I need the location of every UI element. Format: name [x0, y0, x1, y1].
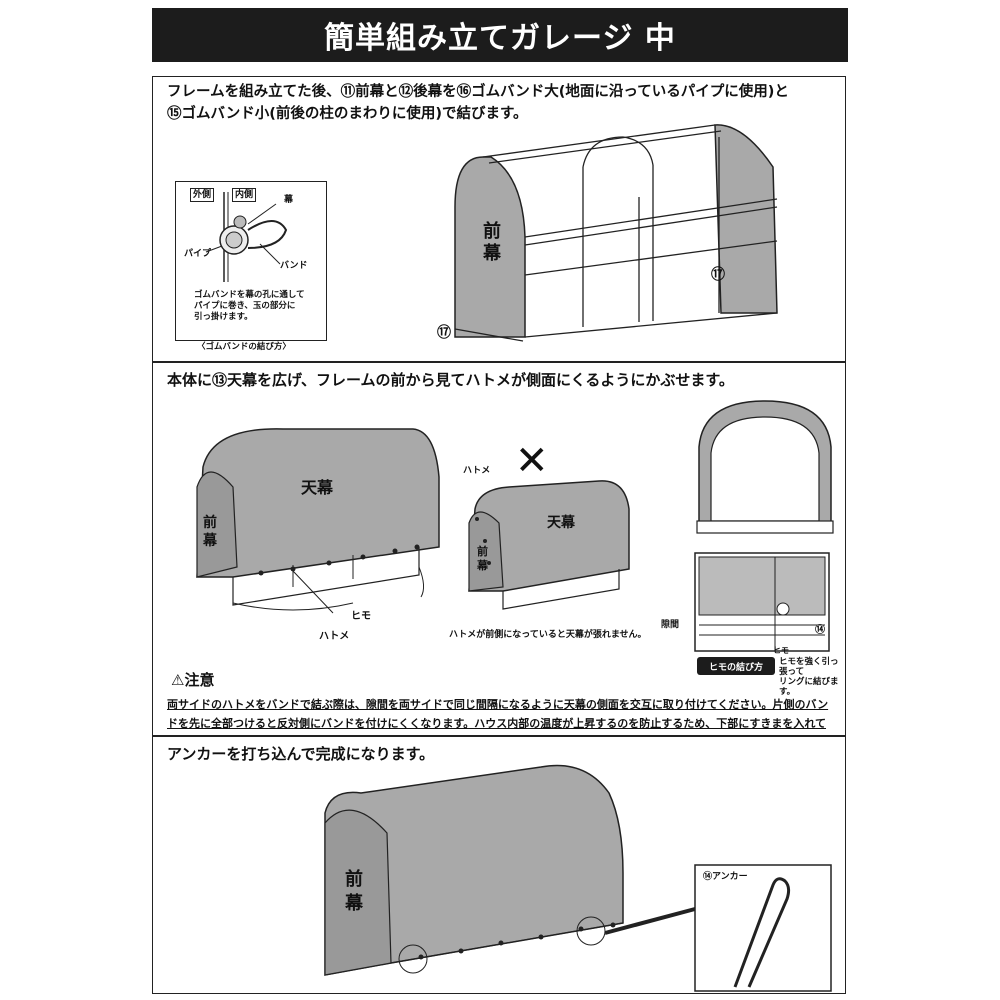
string-label-detail: ヒモ [773, 646, 789, 655]
knot-note: ヒモを強く引っ張って リングに結びます。 [779, 657, 839, 697]
outer-label: 外側 [190, 188, 215, 202]
front-label-final: 前 [345, 868, 363, 890]
page-title: 簡単組み立てガレージ 中 [152, 8, 848, 62]
inner-label: 内側 [232, 188, 257, 202]
front-label-left-2: 幕 [202, 532, 218, 549]
inset-caption: 〈ゴムバンドの結び方〉 [197, 342, 291, 352]
gap-label: 隙間 [661, 620, 680, 630]
roof-label-left: 天幕 [301, 478, 334, 497]
grommet-label-wrong: ハトメ [463, 466, 491, 476]
front-curtain-label-v2: 幕 [482, 243, 502, 264]
frame-illustration: 前 幕 [454, 124, 778, 342]
step3-instruction: アンカーを打ち込んで完成になります。 [167, 745, 435, 763]
band-tying-note: ゴムバンドを幕の孔に通して パイプに巻き、玉の部分に 引っ掛けます。 [194, 290, 305, 322]
caution-title: 注意 [184, 671, 215, 689]
step1-instruction-line1: フレームを組み立てた後、⑪前幕と⑫後幕を⑯ゴムバンド大(地面に沿っているパイプに… [167, 84, 789, 100]
curtain-label: 幕 [284, 195, 294, 205]
front-label-left: 前 [203, 514, 217, 531]
step3-panel: アンカーを打ち込んで完成になります。 前 幕 ⑭アンカー [152, 736, 846, 994]
rear-view-illustration [696, 400, 834, 534]
pipe-label: パイプ [184, 249, 212, 259]
anchor-illustration [694, 864, 832, 992]
step2-instruction: 本体に⑬天幕を広げ、フレームの前から見てハトメが側面にくるようにかぶせます。 [167, 371, 734, 389]
anchor-label: ⑭アンカー [703, 872, 748, 882]
callout-17-back: ⑰ [711, 267, 725, 283]
callout-14: ⑭ [815, 625, 825, 636]
front-label-final-2: 幕 [344, 893, 364, 914]
step2-panel: 本体に⑬天幕を広げ、フレームの前から見てハトメが側面にくるようにかぶせます。 天… [152, 362, 846, 749]
gap-detail-illustration [694, 552, 830, 652]
callout-17-front: ⑰ [437, 325, 451, 341]
front-label-wrong: 前 [477, 544, 488, 558]
caution-heading: ⚠注意 [171, 669, 214, 690]
correct-cover-illustration: 天幕 前 幕 [196, 428, 440, 614]
string-label-left: ヒモ [351, 611, 371, 622]
wrong-cover-illustration: 天幕 前 幕 [468, 480, 630, 610]
completed-garage-illustration: 前 幕 [324, 764, 696, 976]
band-tying-inset: 外側 内側 幕 パイプ バンド ゴムバンドを幕の孔に通して パイプに巻き、玉の部… [175, 181, 327, 341]
band-tying-illustration [205, 192, 288, 282]
wrong-mark: ✕ [515, 438, 549, 484]
band-label: バンド [280, 261, 308, 271]
caution-text: 両サイドのハトメをバンドで結ぶ際は、隙間を両サイドで同じ間隔になるように天幕の側… [167, 698, 829, 749]
step1-panel: フレームを組み立てた後、⑪前幕と⑫後幕を⑯ゴムバンド大(地面に沿っているパイプに… [152, 76, 846, 362]
wrong-note: ハトメが前側になっていると天幕が張れません。 [449, 630, 647, 640]
front-label-wrong-2: 幕 [476, 558, 489, 572]
warning-icon: ⚠ [171, 671, 185, 689]
roof-label-wrong: 天幕 [547, 514, 576, 531]
front-curtain-label-v1: 前 [483, 220, 501, 242]
knot-title: ヒモの結び方 [697, 657, 775, 675]
grommet-label-left: ハトメ [319, 631, 350, 642]
step1-instruction-line2: ⑮ゴムバンド小(前後の柱のまわりに使用)で結びます。 [167, 106, 528, 122]
